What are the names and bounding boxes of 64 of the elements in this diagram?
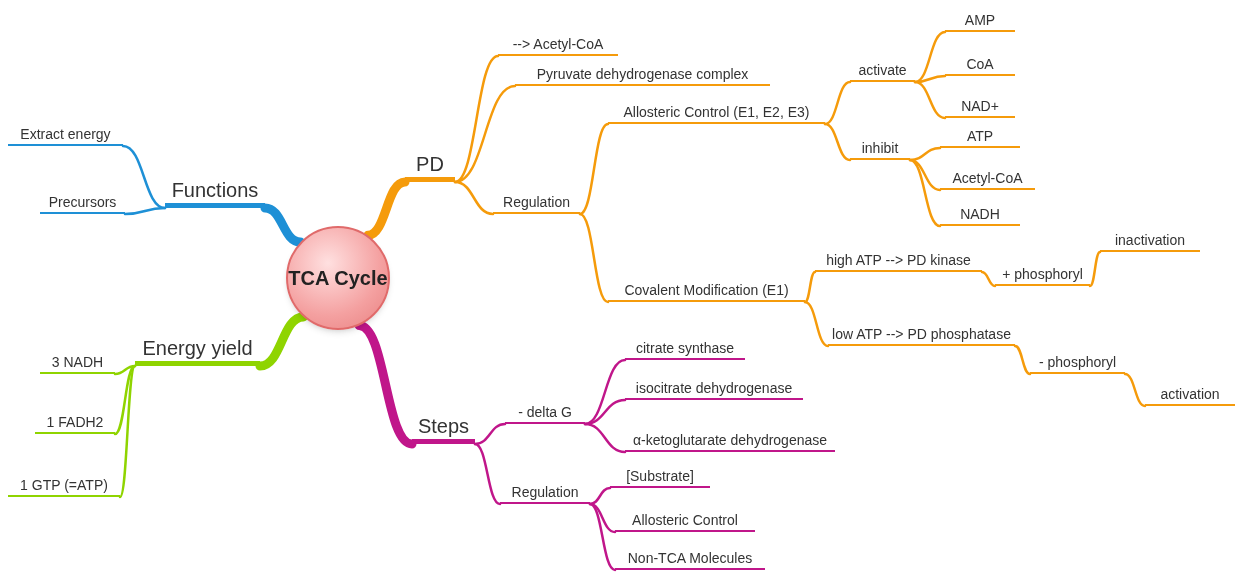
branch-label: + phosphoryl bbox=[995, 262, 1090, 286]
branch-line bbox=[260, 203, 305, 247]
branch-line bbox=[123, 206, 167, 216]
branch-label: AMP bbox=[945, 8, 1015, 32]
branch-line bbox=[118, 364, 137, 499]
branch-label: isocitrate dehydrogenase bbox=[625, 376, 803, 400]
branch-line bbox=[363, 177, 410, 240]
branch-label: activation bbox=[1145, 382, 1235, 406]
branch-line bbox=[583, 358, 627, 426]
branch-line bbox=[908, 158, 942, 228]
branch-label: Extract energy bbox=[8, 122, 123, 146]
branch-line bbox=[473, 422, 507, 446]
branch-line bbox=[823, 122, 852, 162]
branch-line bbox=[588, 502, 617, 572]
branch-label: ATP bbox=[940, 124, 1020, 148]
branch-line bbox=[803, 300, 830, 348]
branch-line bbox=[121, 144, 167, 210]
main-branch-label: Energy yield bbox=[135, 336, 260, 366]
branch-label: Regulation bbox=[500, 480, 590, 504]
branch-line bbox=[578, 212, 610, 304]
branch-line bbox=[913, 30, 947, 84]
branch-line bbox=[803, 270, 817, 304]
branch-label: low ATP --> PD phosphatase bbox=[828, 322, 1015, 346]
main-branch-label: Steps bbox=[412, 414, 475, 444]
branch-line bbox=[453, 180, 495, 216]
branch-label: 3 NADH bbox=[40, 350, 115, 374]
branch-label: Regulation bbox=[493, 190, 580, 214]
branch-label: CoA bbox=[945, 52, 1015, 76]
branch-label: Pyruvate dehydrogenase complex bbox=[515, 62, 770, 86]
branch-label: NADH bbox=[940, 202, 1020, 226]
branch-label: Allosteric Control (E1, E2, E3) bbox=[608, 100, 825, 124]
branch-line bbox=[913, 80, 947, 120]
branch-label: inactivation bbox=[1100, 228, 1200, 252]
branch-label: citrate synthase bbox=[625, 336, 745, 360]
branch-line bbox=[473, 442, 502, 506]
main-branch-label: PD bbox=[405, 152, 455, 182]
branch-label: Allosteric Control bbox=[615, 508, 755, 532]
branch-line bbox=[255, 312, 308, 371]
branch-line bbox=[980, 270, 997, 288]
branch-label: 1 GTP (=ATP) bbox=[8, 473, 120, 497]
branch-line bbox=[578, 122, 610, 216]
branch-label: activate bbox=[850, 58, 915, 82]
branch-label: inhibit bbox=[850, 136, 910, 160]
branch-label: Non-TCA Molecules bbox=[615, 546, 765, 570]
branch-label: 1 FADH2 bbox=[35, 410, 115, 434]
branch-label: Covalent Modification (E1) bbox=[608, 278, 805, 302]
branch-line bbox=[823, 80, 852, 126]
branch-label: - phosphoryl bbox=[1030, 350, 1125, 374]
branch-line bbox=[583, 422, 627, 454]
branch-line bbox=[1013, 344, 1032, 376]
branch-line bbox=[1123, 372, 1147, 408]
branch-label: [Substrate] bbox=[610, 464, 710, 488]
branch-line bbox=[588, 486, 612, 506]
branch-label: --> Acetyl-CoA bbox=[498, 32, 618, 56]
branch-line bbox=[453, 84, 517, 184]
branch-label: - delta G bbox=[505, 400, 585, 424]
branch-label: high ATP --> PD kinase bbox=[815, 248, 982, 272]
branch-line bbox=[1088, 250, 1102, 288]
main-branch-label: Functions bbox=[165, 178, 265, 208]
branch-line bbox=[113, 364, 137, 436]
branch-label: Precursors bbox=[40, 190, 125, 214]
branch-label: NAD+ bbox=[945, 94, 1015, 118]
branch-label: Acetyl-CoA bbox=[940, 166, 1035, 190]
branch-label: α-ketoglutarate dehydrogenase bbox=[625, 428, 835, 452]
